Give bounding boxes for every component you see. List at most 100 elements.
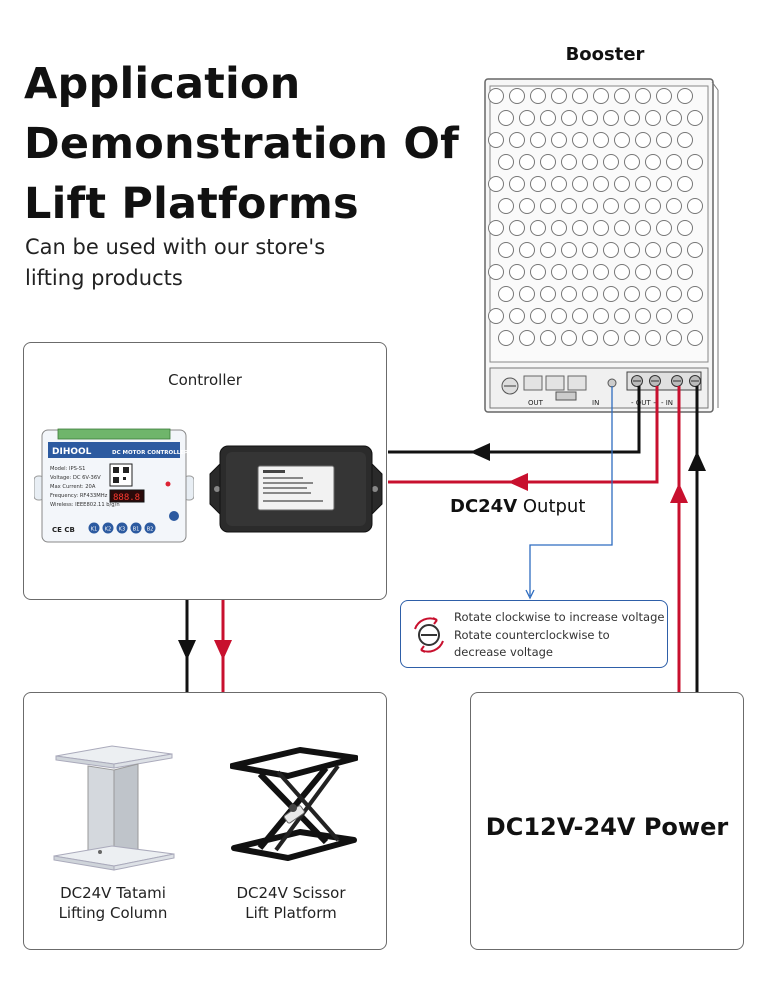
vent-hole — [551, 220, 567, 236]
power-box: DC12V-24V Power — [470, 692, 744, 950]
booster-screw-terminals — [626, 371, 702, 391]
vent-hole — [677, 220, 693, 236]
cert-marks: CE CB — [52, 526, 75, 534]
vent-hole — [666, 242, 682, 258]
vent-hole — [677, 308, 693, 324]
vent-hole — [498, 286, 514, 302]
controller-button-label: B2 — [147, 527, 154, 533]
products-box: DC24V Tatami Lifting Column DC24V Scisso… — [23, 692, 387, 950]
vent-hole — [635, 176, 651, 192]
vent-hole — [551, 264, 567, 280]
page-title: Application Demonstration Of Lift Platfo… — [24, 54, 459, 234]
led-display — [109, 489, 145, 503]
vent-hole — [645, 330, 661, 346]
vent-hole — [645, 198, 661, 214]
vent-hole — [656, 264, 672, 280]
vent-hole — [603, 154, 619, 170]
controller-spec-line: Wireless: IEEE802.11 b/g/n — [50, 502, 120, 508]
wireless-receiver-device — [209, 445, 383, 533]
controller-button-label: K2 — [105, 527, 111, 533]
arrow-down-icon — [214, 640, 232, 660]
vent-hole — [666, 286, 682, 302]
vent-hole — [509, 220, 525, 236]
vent-hole — [572, 176, 588, 192]
rotate-knob-icon — [414, 617, 444, 653]
dc-output-label: DC24V Output — [450, 496, 585, 517]
controller-button-b1[interactable] — [130, 522, 142, 534]
arrow-down-icon — [525, 589, 535, 600]
controller-spec-line: Frequency: RF433MHz — [50, 493, 108, 499]
page-subtitle: Can be used with our store's lifting pro… — [25, 232, 325, 294]
booster-out-label: OUT — [528, 399, 544, 407]
product-tatami-column-label: DC24V Tatami Lifting Column — [38, 883, 188, 923]
product-scissor-platform-label: DC24V Scissor Lift Platform — [216, 883, 366, 923]
vent-hole — [593, 176, 609, 192]
dc-output-voltage: DC24V — [450, 496, 518, 517]
vent-hole — [593, 220, 609, 236]
controller-button-b2[interactable] — [144, 522, 156, 534]
vent-hole — [687, 242, 703, 258]
arrow-left-icon — [508, 473, 528, 491]
vent-hole — [572, 88, 588, 104]
controller-button-label: B1 — [133, 527, 140, 533]
vent-hole — [582, 110, 598, 126]
vent-hole — [603, 242, 619, 258]
vent-hole — [614, 176, 630, 192]
vent-hole — [488, 220, 504, 236]
booster-label: Booster — [565, 44, 645, 65]
vent-hole — [603, 330, 619, 346]
controller-spec-line: Model: IPS-S1 — [50, 466, 85, 472]
product-label-line: Lift Platform — [245, 904, 337, 922]
vent-hole — [498, 330, 514, 346]
output-positive-wire — [388, 386, 659, 484]
vent-hole — [572, 308, 588, 324]
note-text: Rotate clockwise to increase voltage Rot… — [454, 609, 664, 662]
learn-button[interactable] — [169, 511, 179, 521]
vent-hole — [614, 264, 630, 280]
vent-hole — [635, 220, 651, 236]
controller-label: Controller — [168, 371, 242, 389]
vent-hole — [519, 110, 535, 126]
dc-motor-controller-device: DIHOOL DC MOTOR CONTROLLER Model: IPS-S1… — [34, 428, 194, 543]
vent-hole — [635, 88, 651, 104]
vent-hole — [582, 286, 598, 302]
booster-device: OUT IN - OUT + - IN — [484, 78, 719, 413]
vent-hole — [614, 88, 630, 104]
vent-hole — [593, 308, 609, 324]
voltage-adjust-note: Rotate clockwise to increase voltage Rot… — [400, 600, 668, 668]
note-line: Rotate clockwise to increase voltage — [454, 610, 665, 624]
vent-hole — [614, 308, 630, 324]
vent-hole — [540, 242, 556, 258]
vent-hole — [624, 286, 640, 302]
vent-hole — [561, 286, 577, 302]
vent-hole — [666, 154, 682, 170]
vent-hole — [509, 176, 525, 192]
arrow-left-icon — [470, 443, 490, 461]
vent-hole — [603, 198, 619, 214]
vent-hole — [561, 154, 577, 170]
subtitle-line-1: Can be used with our store's — [25, 235, 326, 259]
vent-hole — [498, 110, 514, 126]
controller-button-k3[interactable] — [116, 522, 128, 534]
vent-hole — [593, 264, 609, 280]
controller-header-bar — [48, 442, 180, 458]
controller-spec-line: Max Current: 20A — [50, 484, 96, 490]
power-label: DC12V-24V Power — [485, 813, 729, 841]
controller-button-label: K1 — [91, 527, 97, 533]
vent-hole — [593, 132, 609, 148]
vent-hole — [540, 286, 556, 302]
controller-button-k1[interactable] — [88, 522, 100, 534]
vent-hole — [603, 286, 619, 302]
vent-hole — [530, 264, 546, 280]
tatami-lifting-column-image — [53, 745, 175, 871]
dc-output-text: Output — [517, 496, 586, 517]
controller-button-k2[interactable] — [102, 522, 114, 534]
product-label-line: Lifting Column — [58, 904, 168, 922]
vent-hole — [509, 264, 525, 280]
vent-hole — [519, 330, 535, 346]
vent-hole — [530, 132, 546, 148]
vent-hole — [645, 110, 661, 126]
vent-hole — [687, 198, 703, 214]
vent-hole — [561, 330, 577, 346]
vent-hole — [656, 176, 672, 192]
